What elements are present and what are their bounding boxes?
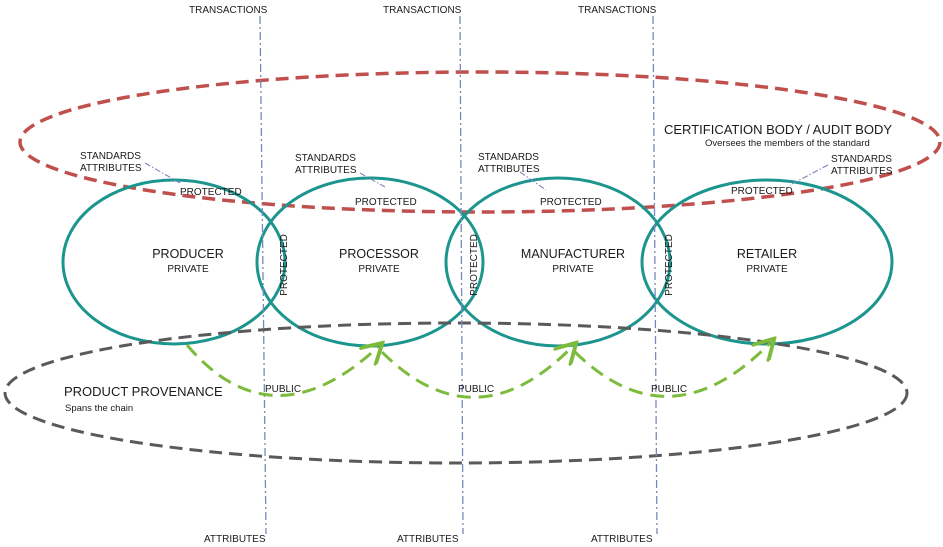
certification-ellipse xyxy=(18,70,942,214)
axis-line-2 xyxy=(459,15,464,535)
attributes-label-3: ATTRIBUTES xyxy=(591,534,653,545)
protected-standards-2: PROTECTED xyxy=(355,197,417,208)
attributes-std-label-4: ATTRIBUTES xyxy=(831,166,893,177)
standards-leader-4 xyxy=(789,164,829,186)
standards-label-2: STANDARDS xyxy=(295,153,356,164)
overlap-protected-1: PROTECTED xyxy=(279,234,290,296)
attributes-std-label-2: ATTRIBUTES xyxy=(295,165,357,176)
standards-label-4: STANDARDS xyxy=(831,154,892,165)
entity-name-manufacturer: MANUFACTURER xyxy=(521,247,625,261)
entity-access-processor: PRIVATE xyxy=(358,264,400,275)
provenance-ellipse xyxy=(3,321,909,465)
standards-leader-3 xyxy=(519,171,547,191)
protected-standards-3: PROTECTED xyxy=(540,197,602,208)
overlap-protected-2: PROTECTED xyxy=(469,234,480,296)
protected-standards-1: PROTECTED xyxy=(180,187,242,198)
entity-access-producer: PRIVATE xyxy=(167,264,209,275)
attributes-label-2: ATTRIBUTES xyxy=(397,534,459,545)
standards-label-1: STANDARDS xyxy=(80,151,141,162)
axis-line-3 xyxy=(652,15,658,535)
protected-standards-4: PROTECTED xyxy=(731,186,793,197)
public-flow-arrow-1 xyxy=(185,345,378,397)
entity-access-manufacturer: PRIVATE xyxy=(552,264,594,275)
standards-leader-2 xyxy=(359,172,386,188)
provenance-subtitle: Spans the chain xyxy=(65,403,133,414)
attributes-std-label-3: ATTRIBUTES xyxy=(478,164,540,175)
standards-leader-1 xyxy=(144,162,181,184)
certification-subtitle: Oversees the members of the standard xyxy=(705,138,870,149)
transactions-label-3: TRANSACTIONS xyxy=(578,5,657,16)
overlap-protected-3: PROTECTED xyxy=(664,234,675,296)
public-label-1: PUBLIC xyxy=(265,384,301,395)
public-flow-arrow-2 xyxy=(380,347,572,399)
standards-label-3: STANDARDS xyxy=(478,152,539,163)
attributes-std-label-1: ATTRIBUTES xyxy=(80,163,142,174)
transactions-label-1: TRANSACTIONS xyxy=(189,5,268,16)
entity-access-retailer: PRIVATE xyxy=(746,264,788,275)
producer-oval xyxy=(61,178,287,346)
entity-name-retailer: RETAILER xyxy=(737,247,797,261)
provenance-title: PRODUCT PROVENANCE xyxy=(64,384,223,399)
entity-name-producer: PRODUCER xyxy=(152,247,224,261)
axis-line-1 xyxy=(259,15,267,535)
public-label-3: PUBLIC xyxy=(651,384,687,395)
public-flow-arrow-3 xyxy=(573,343,770,398)
entity-name-processor: PROCESSOR xyxy=(339,247,419,261)
certification-title: CERTIFICATION BODY / AUDIT BODY xyxy=(664,122,892,137)
public-label-2: PUBLIC xyxy=(458,384,494,395)
retailer-oval xyxy=(640,178,894,346)
attributes-label-1: ATTRIBUTES xyxy=(204,534,266,545)
transactions-label-2: TRANSACTIONS xyxy=(383,5,462,16)
